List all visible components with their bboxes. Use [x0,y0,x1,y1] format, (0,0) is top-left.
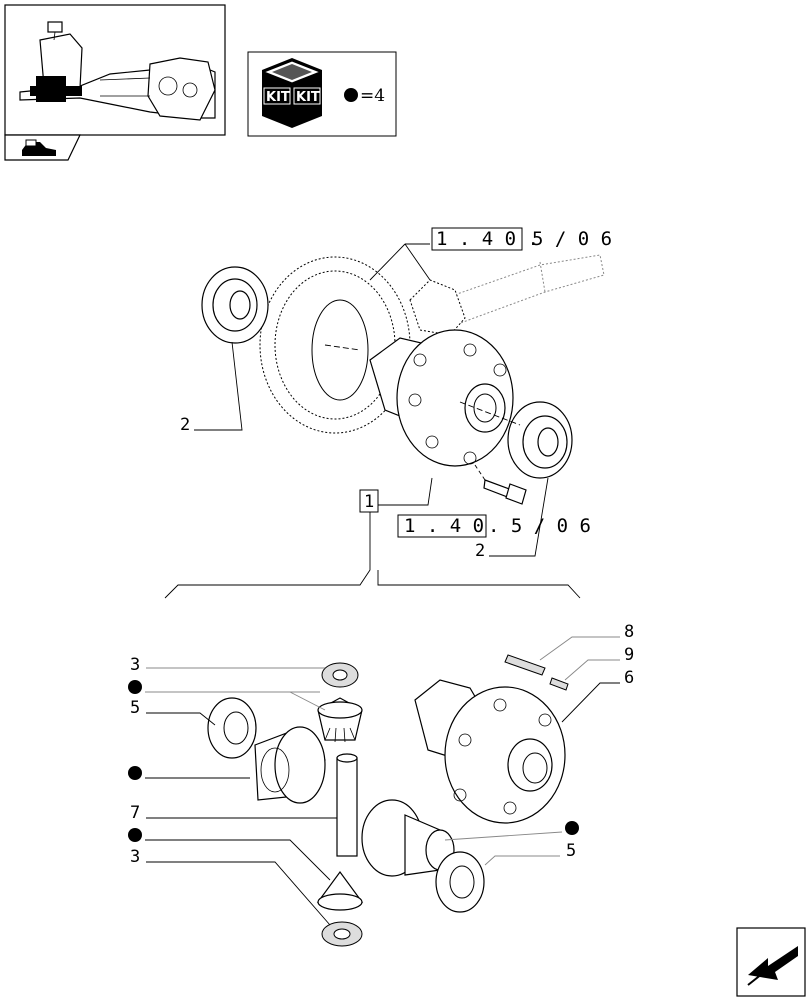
thrust-washer-right [435,851,485,913]
callout-8: 8 [539,622,634,661]
pinion-gear-bottom [316,870,364,911]
differential-housing-upper [369,329,514,467]
kit-quantity: =4 [360,86,385,106]
cross-shaft [336,753,358,857]
kit-bullet-icon [344,88,358,102]
bearing-right [507,401,573,479]
callout-5-right: 5 [484,841,576,866]
back-button[interactable] [736,927,806,997]
callout-3-bottom-label: 3 [130,847,140,867]
callout-9-label: 9 [624,645,634,665]
callout-2-right: 2 [475,477,549,561]
callout-1-label: 1 [364,492,374,512]
reference-top-rest: 5 / 0 6 [532,228,612,250]
tractor-icon [22,139,56,156]
callout-1: 1 [359,477,433,513]
kit-label-left: KIT [266,90,290,105]
thrust-washer-bottom [321,921,363,947]
callout-3-bottom: 3 [130,847,331,926]
callout-5-left-label: 5 [130,698,140,718]
nav-tab[interactable] [4,134,81,161]
reference-mid-boxed: 1 . 4 0 [404,515,484,537]
back-arrow-icon [747,946,798,986]
kit-bullet-icon-3 [128,828,142,842]
pin-short [549,677,569,691]
callout-2-left-label: 2 [180,415,190,435]
callout-5-left: 5 [130,698,216,726]
callout-6: 6 [561,668,634,723]
kit-label-right: KIT [296,90,320,105]
bolt [474,464,527,505]
callout-8-label: 8 [624,622,634,642]
kit-cube-icon: KIT KIT [262,58,322,128]
kit-bullet-icon-1 [128,680,142,694]
differential-housing-lower [414,679,566,824]
callout-7: 7 [130,803,337,823]
ring-gear [259,256,411,434]
side-gear-left [254,726,326,804]
callout-7-label: 7 [130,803,140,823]
bearing-left [201,266,269,344]
pin-long [504,654,546,676]
thrust-washer-top [321,662,359,688]
callout-2-right-label: 2 [475,541,485,561]
pinion-gear-top [317,697,363,743]
callout-9: 9 [564,645,634,681]
callout-2-left: 2 [180,341,243,435]
callout-3-top: 3 [130,655,325,675]
kit-legend: KIT KIT =4 [247,51,397,137]
reference-box-top[interactable]: 1 . 4 0 . 5 / 0 6 [431,227,612,251]
kit-bullet-icon-4 [565,821,579,835]
axle-thumbnail[interactable] [4,4,226,136]
callout-3-top-label: 3 [130,655,140,675]
kit-bullet-icon-2 [128,766,142,780]
callout-5-right-label: 5 [566,841,576,861]
callout-6-label: 6 [624,668,634,688]
thrust-washer-left [207,697,257,759]
reference-top-boxed: 1 . 4 0 . [436,228,539,250]
assembly-bracket [164,512,581,599]
reference-mid-rest: . 5 / 0 6 [488,515,591,537]
pinion-shaft [409,254,605,336]
reference-box-mid[interactable]: 1 . 4 0 . 5 / 0 6 [397,514,591,538]
